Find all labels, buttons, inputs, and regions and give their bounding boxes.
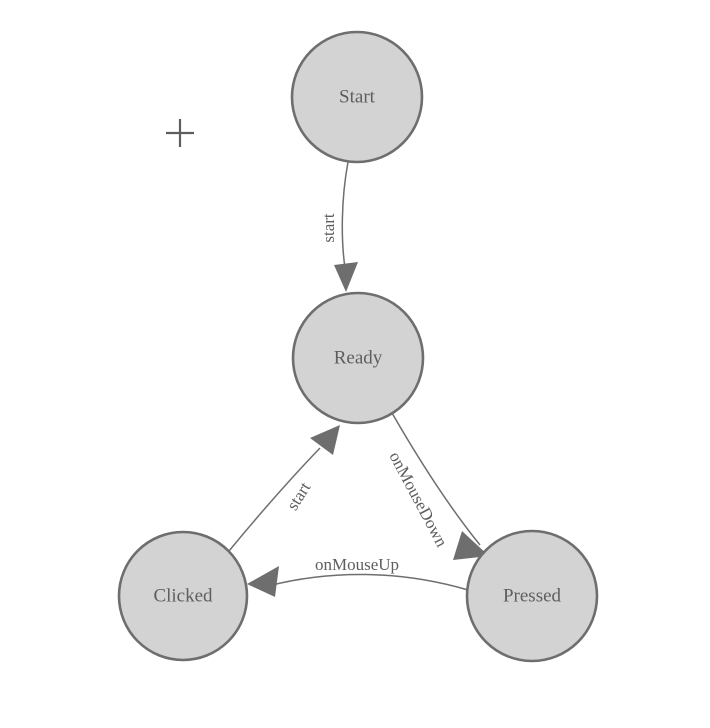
node-start-label: Start: [339, 86, 376, 107]
edge-label-ready-to-pressed: onMouseDown: [385, 449, 451, 551]
edge-clicked-to-ready-arrowhead: [310, 425, 340, 455]
node-ready-circle[interactable]: [291, 291, 425, 425]
edge-label-pressed-to-clicked: onMouseUp: [315, 555, 399, 574]
edge-ready-to-pressed[interactable]: [391, 412, 489, 560]
edge-clicked-to-ready-path[interactable]: [228, 447, 321, 552]
node-clicked-label: Clicked: [153, 585, 213, 606]
edge-clicked-to-ready[interactable]: [228, 425, 340, 552]
node-ready-label: Ready: [334, 347, 383, 368]
node-clicked[interactable]: Clicked: [117, 530, 249, 662]
edge-ready-to-pressed-path[interactable]: [391, 412, 481, 546]
edge-start-to-ready-arrowhead: [334, 262, 358, 292]
node-pressed[interactable]: Pressed: [465, 529, 599, 663]
plus-marker[interactable]: [166, 119, 194, 147]
node-start-circle[interactable]: [290, 30, 424, 164]
node-ready[interactable]: Ready: [291, 291, 425, 425]
edge-start-to-ready[interactable]: [334, 161, 358, 292]
node-start[interactable]: Start: [290, 30, 424, 164]
edge-pressed-to-clicked-arrowhead: [247, 566, 279, 597]
edge-pressed-to-clicked[interactable]: [247, 566, 469, 597]
edge-start-to-ready-path[interactable]: [341, 161, 349, 269]
edge-pressed-to-clicked-path[interactable]: [267, 573, 469, 591]
node-pressed-circle[interactable]: [465, 529, 599, 663]
node-pressed-label: Pressed: [503, 585, 562, 606]
edge-label-start-to-ready: start: [319, 213, 338, 243]
edge-ready-to-pressed-arrowhead: [453, 531, 489, 560]
node-clicked-circle[interactable]: [117, 530, 249, 662]
